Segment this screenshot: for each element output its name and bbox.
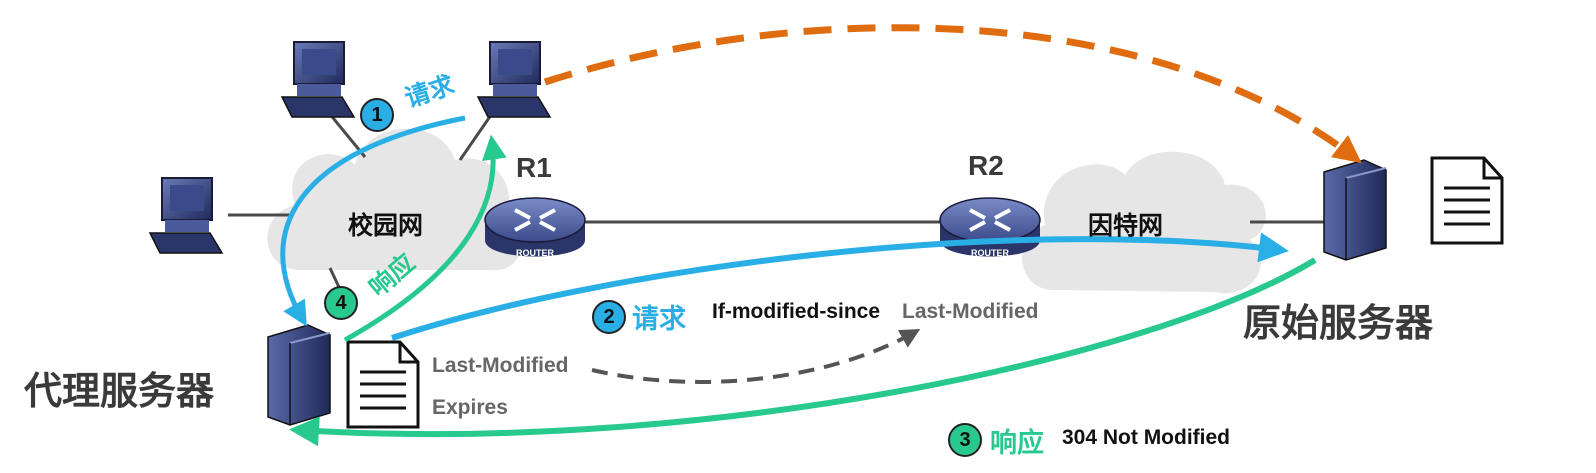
last-modified-dashed-arrow [591,329,921,384]
campus-net-label: 校园网 [348,211,424,240]
step1-request-arrow [280,115,466,327]
step-3-label: 响应 [990,428,1044,459]
computer-icon [280,41,356,118]
origin-server-label: 原始服务器 [1243,301,1434,345]
r2-label: R2 [968,150,1004,181]
campus-cloud-icon [267,128,523,271]
computer-icon [148,177,224,254]
internet-cloud-icon [1022,151,1266,294]
proxy-doc-field-last-modified: Last-Modified [432,354,569,377]
step-1-badge: 1 [360,98,394,132]
proxy-doc-field-expires: Expires [432,396,508,419]
server-icon [1323,159,1387,261]
origin-direct-arrow [543,24,1362,164]
computer-icon [476,41,552,118]
proxy-server-label: 代理服务器 [24,369,215,413]
server-icon [267,324,331,426]
step-2-header-value: Last-Modified [902,300,1039,323]
step-2-header: If-modified-since [712,300,881,323]
r1-label: R1 [516,152,552,183]
step-3-status: 304 Not Modified [1062,426,1231,449]
router-icon: ROUTER [484,197,586,258]
step4-response-arrow [343,134,507,343]
router-icon: ROUTER [939,197,1041,258]
step-3-badge: 3 [948,423,982,457]
svg-text:ROUTER: ROUTER [971,248,1010,258]
step2-request-arrow [391,232,1289,341]
step-2-label: 请求 [632,304,686,335]
step-4-badge: 4 [324,286,358,320]
step3-response-arrow [289,257,1317,447]
svg-text:ROUTER: ROUTER [516,248,555,258]
document-icon [346,340,420,429]
internet-label: 因特网 [1088,211,1164,240]
step-2-badge: 2 [592,300,626,334]
document-icon [1430,156,1504,245]
